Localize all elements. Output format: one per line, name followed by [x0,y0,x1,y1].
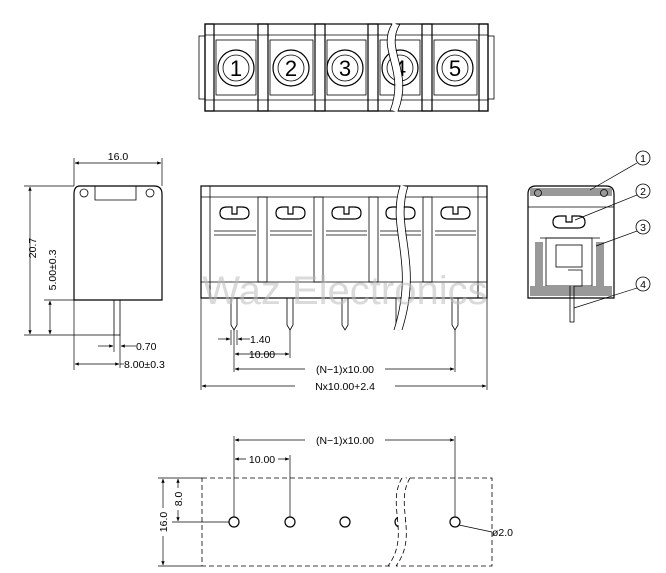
top-terminal-2: 2 [269,39,314,96]
top-view-right-tab [487,35,495,100]
side-view-pin [113,299,121,336]
callout-3: 3 [595,219,651,247]
top-view-left-tab [198,35,206,100]
width-dim: 16.0 [108,151,129,163]
row-offset-dim: 8.0 [173,492,185,507]
top-view: 1 2 3 4 5 [198,22,495,113]
front-view: 1.40 10.00 (N−1)x10.00 Nx10.00+2.4 [200,184,488,393]
pcb-footprint: (N−1)x10.00 10.00 8.0 16.0 ø2.0 [155,433,513,569]
hole [284,516,296,528]
pin-width-dim: 1.40 [250,334,271,346]
depth-dim: 16.0 [158,512,170,533]
footprint-span-dim: (N−1)x10.00 [316,435,374,447]
position-label: 2 [285,56,297,81]
svg-text:3: 3 [640,222,646,234]
break-mark [394,184,410,332]
pin-offset-dim: 8.00±0.3 [124,359,165,371]
hole [449,516,461,528]
pitch-dim: 10.00 [249,349,275,361]
position-label: 1 [230,56,242,81]
pin-height-dim: 5.00±0.3 [47,249,59,290]
watermark: Waz Electronics [202,269,487,313]
footprint-pitch-dim: 10.00 [249,454,275,466]
height-dim: 20.7 [27,238,39,259]
hole [339,516,351,528]
svg-text:1: 1 [640,153,646,165]
callout-2: 2 [574,183,651,221]
position-label: 3 [339,56,351,81]
front-terminal-1 [214,206,256,236]
hole-diameter-dim: ø2.0 [492,527,513,539]
svg-text:2: 2 [640,186,646,198]
callout-1: 1 [589,150,651,191]
svg-text:4: 4 [640,279,646,291]
front-terminal-3 [326,206,367,236]
section-view: 1 2 3 4 [527,150,651,323]
break-mark [389,476,410,569]
section-view-body [527,185,615,299]
front-terminal-2 [270,206,312,236]
front-terminal-5 [435,206,476,236]
pin-thickness-dim: 0.70 [136,341,157,353]
position-label: 5 [449,56,461,81]
side-view-body [73,185,163,301]
span-dim: (N−1)x10.00 [316,364,374,376]
hole [228,516,240,528]
break-mark [387,22,403,113]
callout-4: 4 [573,276,651,309]
footprint-outline [201,477,493,567]
top-terminal-5: 5 [433,39,478,96]
top-terminal-1: 1 [215,39,257,96]
screw-slot [552,215,586,229]
side-view: 16.0 20.7 5.00±0.3 0.70 8.00±0.3 [24,151,165,371]
overall-dim: Nx10.00+2.4 [315,381,375,393]
top-terminal-3: 3 [326,39,367,96]
